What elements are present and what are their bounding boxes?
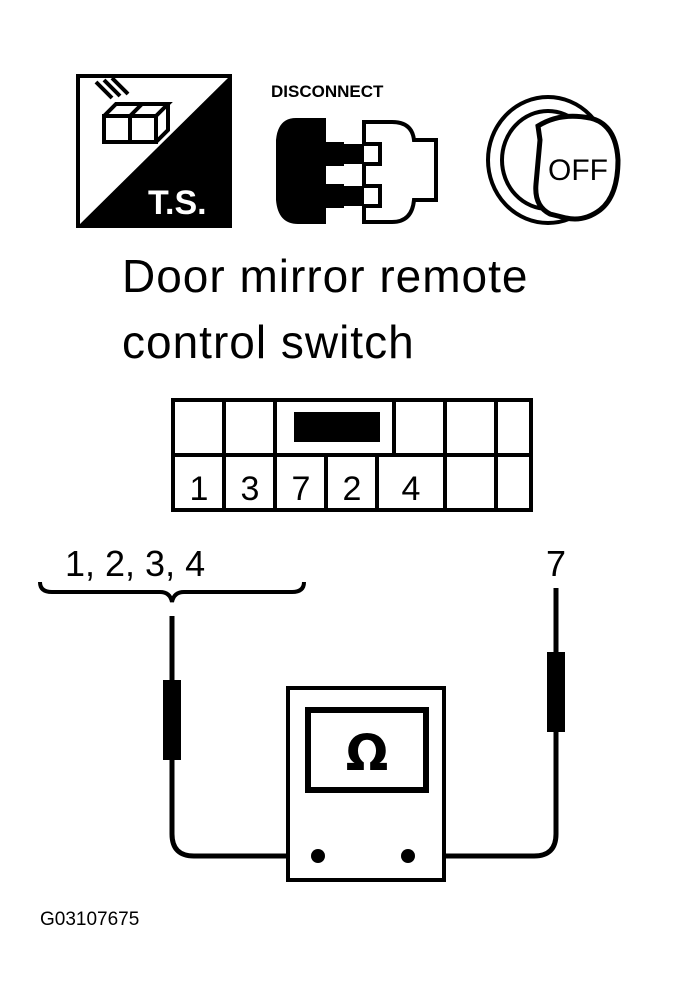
left-lead-label: 1, 2, 3, 4 bbox=[65, 543, 205, 584]
disconnect-icon: DISCONNECT bbox=[271, 82, 438, 224]
ohm-symbol: Ω bbox=[346, 724, 389, 782]
ignition-off-icon: OFF bbox=[486, 95, 621, 225]
ts-label: T.S. bbox=[148, 184, 207, 222]
pin-number: 4 bbox=[402, 470, 421, 508]
figure-code: G03107675 bbox=[40, 909, 139, 930]
connector-face: 1 3 7 2 4 bbox=[171, 398, 533, 512]
meter-terminal-left bbox=[311, 849, 325, 863]
right-lead-label: 7 bbox=[546, 543, 566, 584]
pin-number: 1 bbox=[190, 470, 209, 508]
ohmmeter: Ω bbox=[286, 686, 446, 882]
connector-lock-tab bbox=[294, 412, 380, 442]
component-title-line2: control switch bbox=[122, 316, 415, 368]
pin-number: 7 bbox=[292, 470, 311, 508]
ignition-off-label: OFF bbox=[548, 154, 608, 187]
disconnect-label: DISCONNECT bbox=[271, 82, 384, 101]
meter-terminal-right bbox=[401, 849, 415, 863]
pin-group-brace bbox=[38, 581, 306, 603]
pin-number: 2 bbox=[343, 470, 362, 508]
component-title-line1: Door mirror remote bbox=[122, 250, 529, 302]
pin-number: 3 bbox=[241, 470, 260, 508]
left-probe bbox=[163, 616, 318, 859]
right-probe bbox=[408, 588, 565, 859]
trouble-shooting-icon: T.S. bbox=[76, 74, 232, 228]
